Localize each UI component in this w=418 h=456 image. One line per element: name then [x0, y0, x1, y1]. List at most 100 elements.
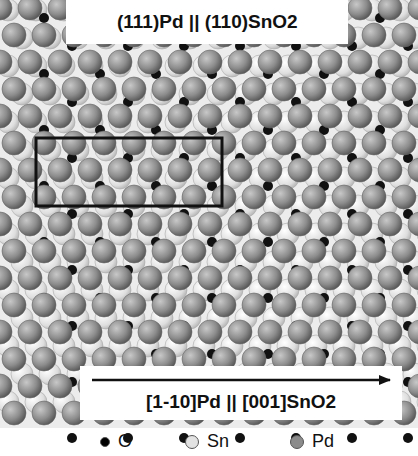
atom — [0, 104, 12, 128]
atom — [92, 131, 116, 155]
atom — [32, 293, 56, 317]
atom — [348, 104, 372, 128]
atom — [378, 0, 402, 20]
atom — [108, 158, 132, 182]
atom — [392, 185, 416, 209]
atom — [78, 104, 102, 128]
atom — [212, 131, 236, 155]
atom — [152, 293, 176, 317]
atom — [272, 293, 296, 317]
atom — [408, 320, 418, 344]
atom — [378, 266, 402, 290]
atom — [48, 266, 72, 290]
legend-text: Pd — [312, 431, 334, 452]
atom — [272, 131, 296, 155]
atom — [288, 320, 312, 344]
atom — [302, 131, 326, 155]
atom — [392, 131, 416, 155]
atom — [48, 212, 72, 236]
atom — [198, 320, 222, 344]
atom — [0, 374, 12, 398]
atom — [332, 131, 356, 155]
atom — [198, 266, 222, 290]
atom — [348, 266, 372, 290]
legend-text: O — [118, 431, 132, 452]
atom — [138, 104, 162, 128]
atom — [48, 50, 72, 74]
atom — [122, 293, 146, 317]
atom — [235, 433, 245, 443]
atom — [272, 239, 296, 263]
atom — [18, 320, 42, 344]
atom — [0, 320, 12, 344]
atom — [348, 158, 372, 182]
atom — [78, 50, 102, 74]
atom — [78, 212, 102, 236]
atom — [168, 266, 192, 290]
atom — [302, 239, 326, 263]
atom — [92, 239, 116, 263]
atom — [378, 158, 402, 182]
atom — [408, 158, 418, 182]
atom — [318, 104, 342, 128]
atom — [0, 0, 12, 20]
atom — [2, 23, 26, 47]
atom — [152, 239, 176, 263]
atom — [403, 433, 413, 443]
atom — [362, 293, 386, 317]
atom — [168, 212, 192, 236]
atom — [263, 181, 273, 191]
atom — [92, 77, 116, 101]
atom — [408, 374, 418, 398]
atom — [48, 104, 72, 128]
atom — [18, 266, 42, 290]
atom — [198, 50, 222, 74]
atom — [62, 239, 86, 263]
atom — [228, 266, 252, 290]
atom — [228, 158, 252, 182]
atom — [378, 212, 402, 236]
atom — [272, 185, 296, 209]
atom — [78, 266, 102, 290]
atom — [138, 158, 162, 182]
atom — [18, 104, 42, 128]
atom — [32, 239, 56, 263]
atom — [362, 23, 386, 47]
atom — [198, 158, 222, 182]
atom — [78, 320, 102, 344]
atom — [392, 293, 416, 317]
atom — [242, 239, 266, 263]
atom — [258, 50, 282, 74]
atom — [228, 104, 252, 128]
atom — [242, 131, 266, 155]
atom — [138, 320, 162, 344]
legend-swatch — [185, 435, 199, 449]
legend-swatch — [100, 437, 110, 447]
atom — [67, 433, 77, 443]
atom — [332, 293, 356, 317]
atom — [62, 293, 86, 317]
atom — [2, 293, 26, 317]
atom — [122, 239, 146, 263]
atom — [392, 239, 416, 263]
atom — [18, 0, 42, 20]
atom — [168, 104, 192, 128]
atom — [288, 266, 312, 290]
atom — [242, 77, 266, 101]
legend-item: Sn — [185, 431, 229, 452]
atom — [48, 374, 72, 398]
atom — [18, 50, 42, 74]
legend-item: O — [100, 431, 132, 452]
atom — [0, 212, 12, 236]
atom — [152, 131, 176, 155]
atom — [122, 77, 146, 101]
atom — [212, 77, 236, 101]
atom — [348, 212, 372, 236]
atom — [138, 212, 162, 236]
atom — [32, 77, 56, 101]
atom — [2, 131, 26, 155]
atom — [18, 158, 42, 182]
atom — [78, 158, 102, 182]
atom — [48, 158, 72, 182]
atom — [39, 13, 49, 23]
